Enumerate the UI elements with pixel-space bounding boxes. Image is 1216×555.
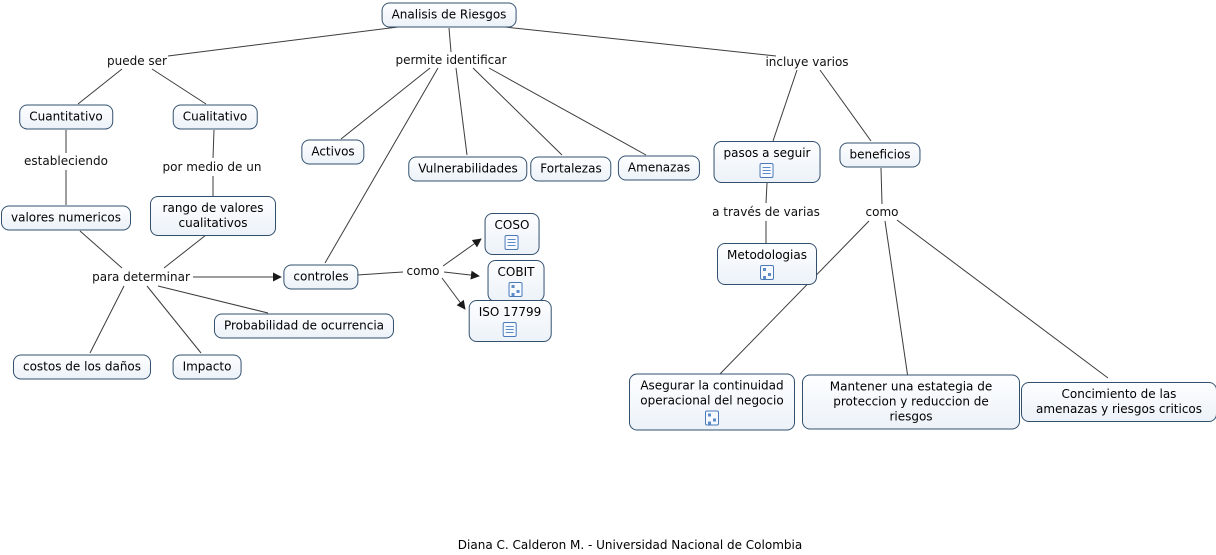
- node-beneficios[interactable]: beneficios: [839, 142, 921, 168]
- node-controles[interactable]: controles: [283, 264, 359, 290]
- node-metodologias[interactable]: Metodologias: [717, 243, 817, 285]
- link-permite-identificar[interactable]: permite identificar: [395, 53, 507, 67]
- node-valores-numericos[interactable]: valores numericos: [1, 205, 131, 231]
- link-como-controles[interactable]: como: [406, 264, 440, 278]
- document-resource-icon[interactable]: [504, 235, 519, 250]
- node-rango-de-valores[interactable]: rango de valores cualitativos: [150, 196, 276, 236]
- link-incluye-varios[interactable]: incluye varios: [765, 55, 849, 69]
- node-conocimiento-amenazas[interactable]: Concimiento de las amenazas y riesgos cr…: [1021, 382, 1216, 422]
- node-label: Cuantitativo: [29, 109, 103, 124]
- cmap-resource-icon[interactable]: [705, 410, 719, 426]
- node-label: Activos: [311, 144, 355, 159]
- node-costos-de-los-danos[interactable]: costos de los daños: [12, 354, 152, 380]
- node-label: pasos a seguir: [723, 146, 811, 160]
- node-fortalezas[interactable]: Fortalezas: [530, 156, 612, 182]
- node-label: Analisis de Riesgos: [391, 7, 507, 22]
- footer-credit: Diana C. Calderon M. - Universidad Nacio…: [457, 538, 803, 552]
- node-cobit[interactable]: COBIT: [487, 260, 545, 302]
- node-label: rango de valores cualitativos: [162, 201, 264, 230]
- node-label: costos de los daños: [22, 359, 142, 374]
- link-por-medio-de-un[interactable]: por medio de un: [162, 160, 262, 174]
- node-probabilidad-de-ocurrencia[interactable]: Probabilidad de ocurrencia: [213, 313, 395, 339]
- node-label: Amenazas: [627, 160, 691, 175]
- node-amenazas[interactable]: Amenazas: [617, 155, 701, 181]
- link-puede-ser[interactable]: puede ser: [107, 54, 167, 68]
- node-label: COSO: [494, 218, 530, 232]
- node-impacto[interactable]: Impacto: [172, 354, 242, 380]
- node-label: Concimiento de las amenazas y riesgos cr…: [1035, 387, 1203, 416]
- node-label: Probabilidad de ocurrencia: [223, 318, 385, 333]
- node-activos[interactable]: Activos: [301, 139, 365, 165]
- node-vulnerabilidades[interactable]: Vulnerabilidades: [408, 156, 528, 182]
- node-label: valores numericos: [11, 210, 121, 225]
- node-label: beneficios: [849, 147, 911, 162]
- node-label: Fortalezas: [540, 161, 602, 176]
- link-estableciendo[interactable]: estableciendo: [24, 154, 108, 168]
- link-a-traves-de-varias[interactable]: a través de varias: [712, 205, 820, 219]
- node-label: Impacto: [182, 359, 232, 374]
- node-label: Mantener una estategia de proteccion y r…: [829, 379, 993, 424]
- node-pasos-a-seguir[interactable]: pasos a seguir: [713, 141, 821, 183]
- node-cuantitativo[interactable]: Cuantitativo: [19, 104, 113, 130]
- node-label: ISO 17799: [478, 305, 542, 319]
- node-iso-17799[interactable]: ISO 17799: [468, 300, 552, 342]
- document-resource-icon[interactable]: [760, 163, 774, 178]
- node-label: controles: [293, 269, 349, 284]
- node-label: Cualitativo: [182, 109, 248, 124]
- node-label: Vulnerabilidades: [418, 161, 518, 176]
- link-para-determinar[interactable]: para determinar: [92, 270, 190, 284]
- node-analisis-de-riesgos[interactable]: Analisis de Riesgos: [381, 2, 517, 28]
- node-label: Metodologias: [727, 248, 807, 262]
- node-label: COBIT: [497, 265, 535, 279]
- node-mantener-estrategia[interactable]: Mantener una estategia de proteccion y r…: [802, 374, 1020, 430]
- node-coso[interactable]: COSO: [484, 213, 540, 255]
- node-asegurar-continuidad[interactable]: Asegurar la continuidad operacional del …: [629, 373, 795, 431]
- node-cualitativo[interactable]: Cualitativo: [172, 104, 258, 130]
- cmap-resource-icon[interactable]: [509, 282, 523, 297]
- document-resource-icon[interactable]: [503, 322, 517, 337]
- link-como-beneficios[interactable]: como: [865, 205, 899, 219]
- node-label: Asegurar la continuidad operacional del …: [640, 378, 784, 408]
- cmap-resource-icon[interactable]: [759, 265, 774, 280]
